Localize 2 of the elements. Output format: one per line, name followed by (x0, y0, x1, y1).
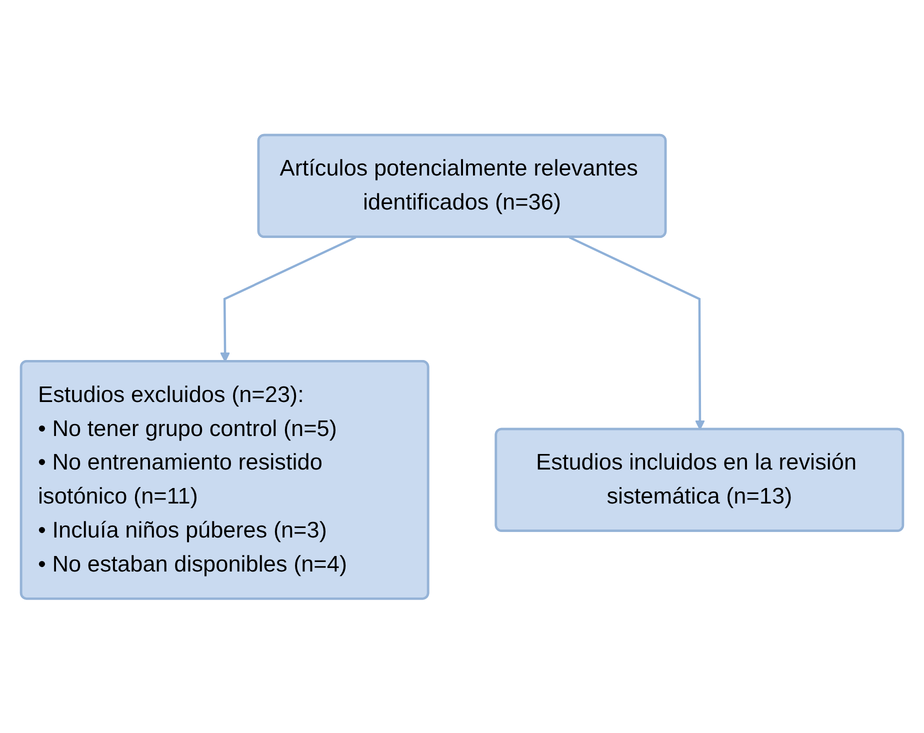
arrow (220, 236, 356, 362)
arrow (568, 236, 705, 430)
